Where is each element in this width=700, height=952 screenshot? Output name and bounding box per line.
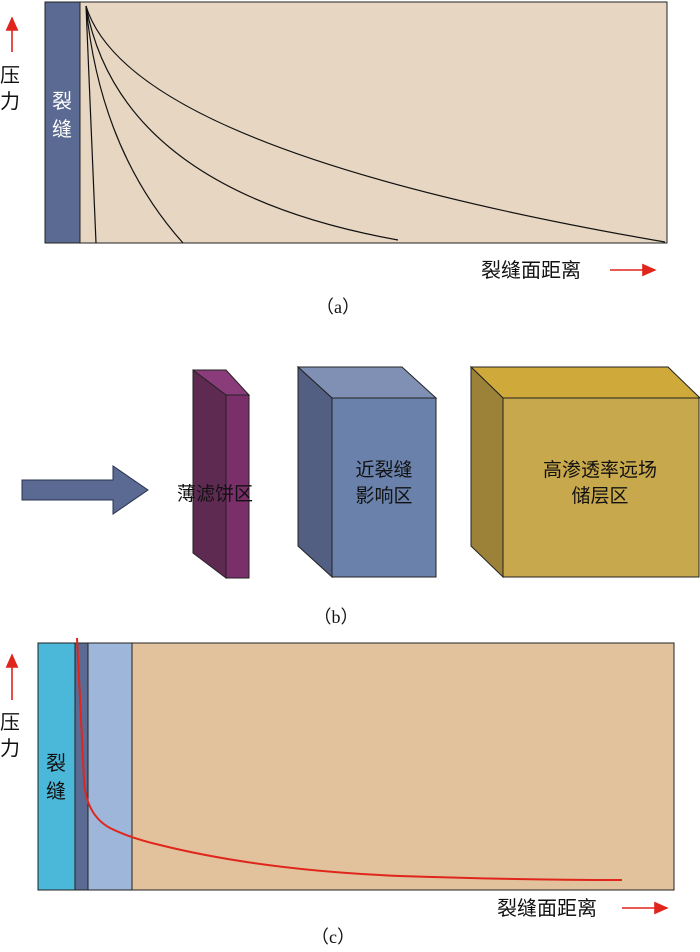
reservoir-block-a — [79, 1, 668, 244]
near-fracture-zone-block — [296, 365, 438, 579]
near-fracture-zone-c — [87, 642, 133, 891]
flow-arrow — [21, 465, 149, 515]
decay-curve-4 — [85, 5, 666, 243]
fracture-label-c: 裂缝 — [46, 751, 66, 803]
fracture-label-a-char1: 裂缝 — [52, 89, 72, 141]
panel-c: 裂缝 压力 裂缝面距离 （c） — [0, 637, 675, 947]
filter-cake-label: 薄滤饼区 — [177, 483, 253, 505]
distance-label-a: 裂缝面距离 — [481, 258, 581, 282]
far-field-reservoir-block — [469, 365, 700, 579]
panel-b: 薄滤饼区 近裂缝影响区 高渗透率远场储层区 （b） — [21, 365, 700, 627]
pressure-profile-curve-c — [76, 637, 623, 881]
decay-curve-1 — [85, 5, 97, 244]
fracture-block-a — [44, 1, 81, 244]
pressure-label-c: 压力 — [0, 710, 20, 760]
decay-curve-2 — [85, 5, 184, 244]
panel-a: 裂缝 压力 裂缝面距离 （a） — [0, 1, 668, 317]
filter-cake-c — [74, 642, 89, 891]
caption-b: （b） — [314, 607, 359, 627]
pressure-label-a: 压力 — [0, 63, 20, 113]
fracture-block-c — [37, 642, 76, 891]
reservoir-block-c — [131, 642, 675, 891]
caption-c: （c） — [311, 927, 355, 947]
pressure-decay-curves-a — [85, 5, 666, 244]
decay-curve-3 — [85, 5, 399, 241]
caption-a: （a） — [316, 297, 360, 317]
far-field-label: 高渗透率远场储层区 — [543, 459, 657, 507]
filter-cake-block — [192, 368, 251, 580]
near-fracture-zone-label: 近裂缝影响区 — [355, 459, 412, 507]
distance-label-c: 裂缝面距离 — [497, 896, 597, 920]
